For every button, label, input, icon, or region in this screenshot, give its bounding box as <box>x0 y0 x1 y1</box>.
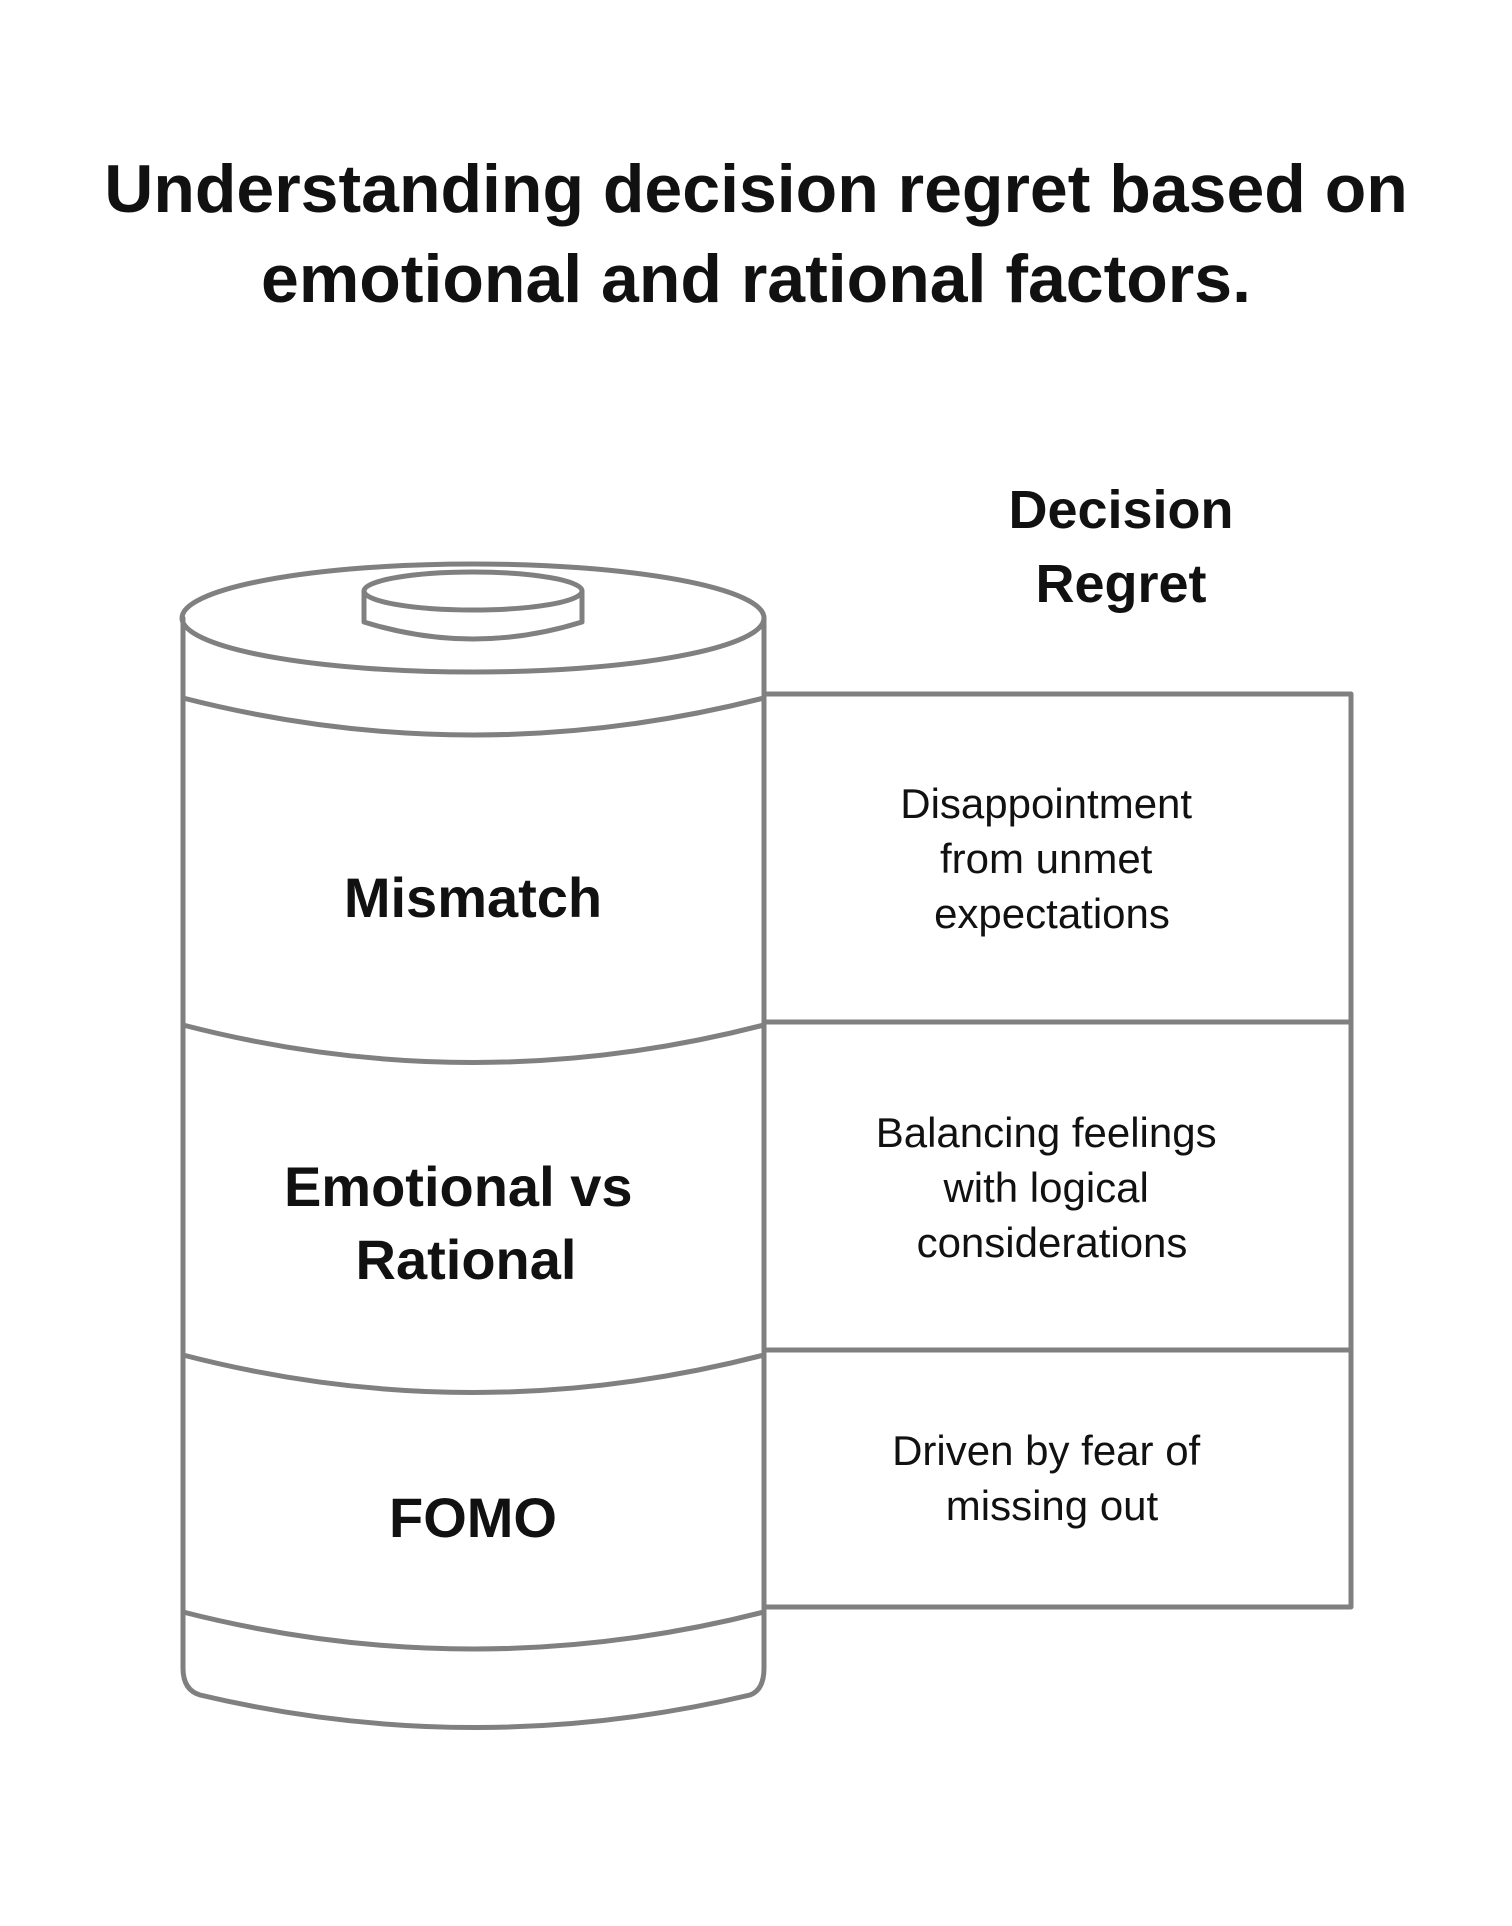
title-line-2: emotional and rational factors. <box>261 241 1251 317</box>
battery-cylinder <box>179 561 767 1730</box>
segment-divider-1 <box>180 695 767 738</box>
segment-label-mismatch: Mismatch <box>344 866 602 929</box>
heading-line-1: Decision <box>1008 480 1233 540</box>
segment-label-emotional-vs-rational: Emotional vs Rational <box>284 1155 648 1291</box>
description-mismatch: Disappointment from unmet expectations <box>900 780 1204 937</box>
description-emotional-vs-rational: Balancing feelings with logical consider… <box>876 1109 1229 1266</box>
cylinder-top <box>179 561 767 675</box>
description-fomo: Driven by fear of missing out <box>892 1427 1212 1529</box>
heading-line-2: Regret <box>1035 554 1206 614</box>
segment-divider-2 <box>180 1022 767 1065</box>
cylinder-body <box>180 615 767 1730</box>
title-line-1: Understanding decision regret based on <box>104 151 1408 227</box>
description-box-3 <box>761 1347 1354 1610</box>
segment-divider-3 <box>180 1352 767 1395</box>
terminal-cap <box>361 569 585 642</box>
description-boxes <box>761 691 1354 1610</box>
segment-divider-4 <box>180 1609 767 1652</box>
segment-label-fomo: FOMO <box>389 1486 557 1549</box>
